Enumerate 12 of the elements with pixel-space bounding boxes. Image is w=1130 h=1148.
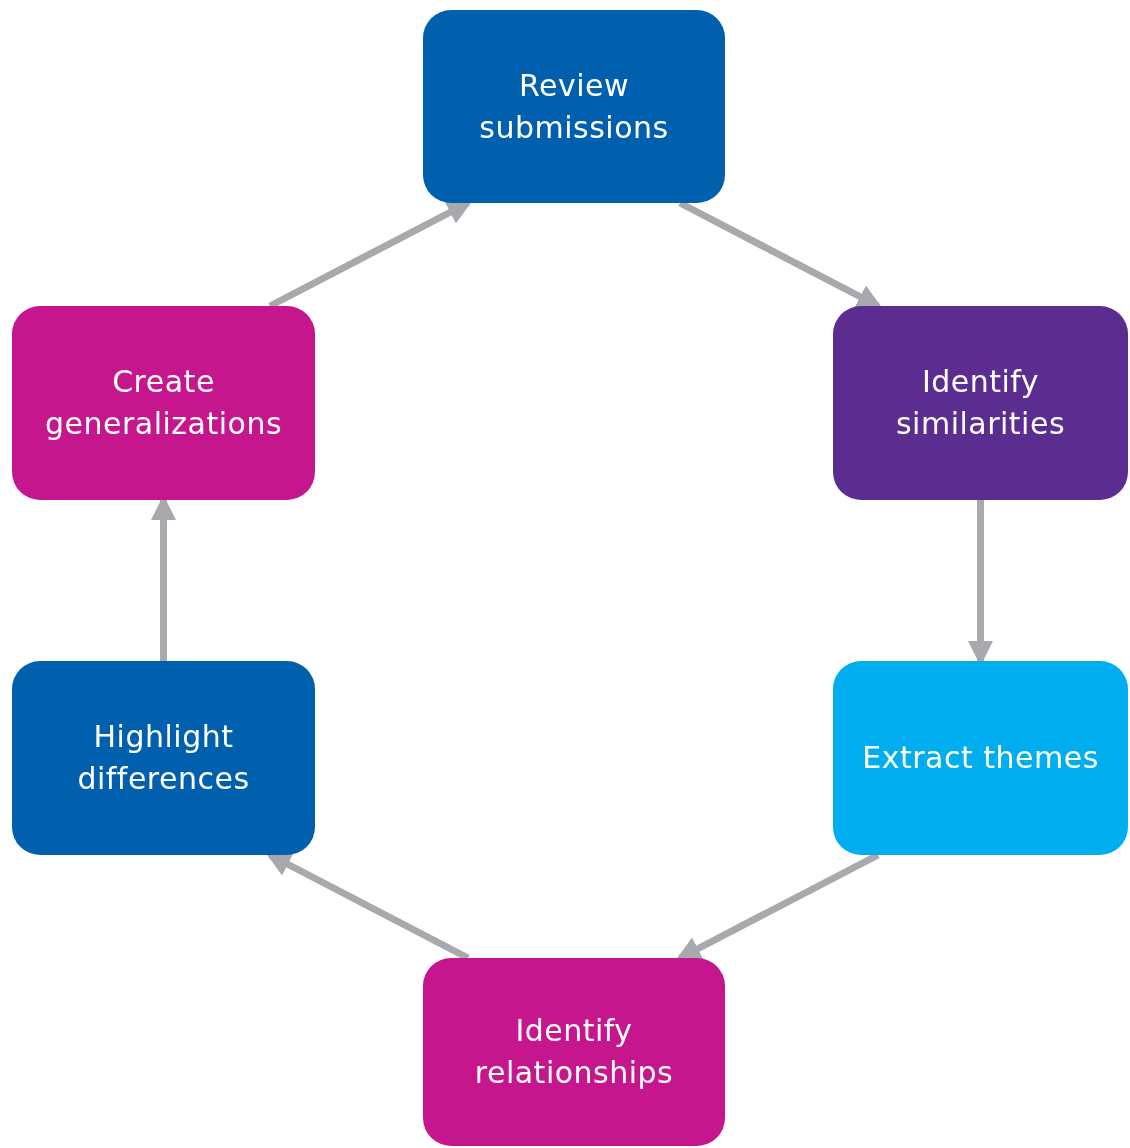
step-label: Identify relationships bbox=[473, 1012, 675, 1092]
step-label: Identify similarities bbox=[894, 363, 1067, 443]
process-box bbox=[833, 661, 1128, 855]
step-label: Create generalizations bbox=[43, 363, 284, 443]
process-box bbox=[423, 10, 725, 203]
process-box bbox=[423, 958, 725, 1146]
process-box bbox=[12, 661, 315, 855]
process-box bbox=[12, 306, 315, 500]
step-label: Highlight differences bbox=[76, 718, 251, 798]
process-box bbox=[833, 306, 1128, 500]
step-label: Extract themes bbox=[862, 739, 1099, 777]
step-label: Review submissions bbox=[478, 66, 670, 147]
